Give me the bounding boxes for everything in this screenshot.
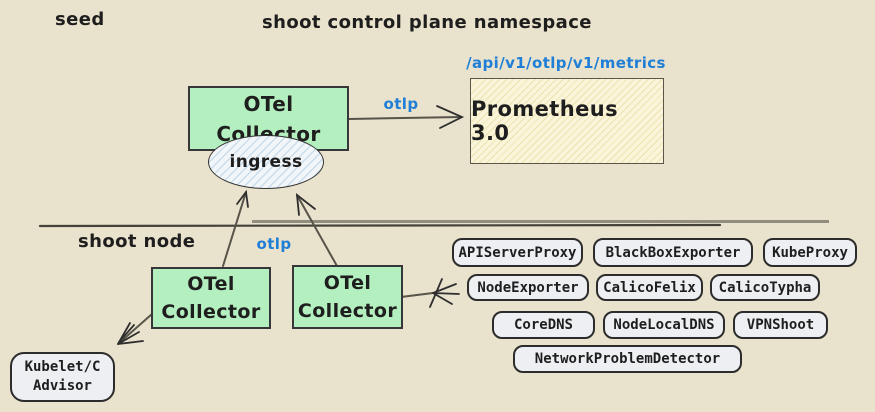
kubelet-cadvisor-node: Kubelet/CAdvisor [10,352,115,402]
divider-line [38,223,722,228]
arrow-otlp-to-prometheus [348,116,462,120]
service-pill: NodeLocalDNS [603,311,725,339]
service-pill: VPNShoot [733,311,828,339]
prometheus-node: Prometheus 3.0 [470,78,664,164]
metrics-path-label: /api/v1/otlp/v1/metrics [466,54,666,72]
service-row-4: NetworkProblemDetector [513,345,742,373]
arrowhead-ingress-left-icon [236,189,249,208]
service-row-3: CoreDNS NodeLocalDNS VPNShoot [492,311,828,339]
otlp-bottom-label: otlp [256,235,292,253]
otel-collector-node2: OTel Collector [292,265,403,329]
arrowhead-services-crowfoot-icon [429,278,460,308]
service-pill: CoreDNS [492,311,595,339]
service-pill: KubeProxy [763,238,857,267]
service-pill: BlackBoxExporter [593,238,753,267]
arrowhead-ingress-right-icon [295,193,316,216]
arrowhead-kubelet-crowfoot-icon [117,322,144,345]
control-plane-region-label: shoot control plane namespace [262,12,592,33]
service-row-1: APIServerProxy BlackBoxExporter KubeProxy [452,238,857,267]
arrow-collector2-to-services [400,292,434,298]
ingress-label: ingress [229,152,303,172]
otel-collector-node1-label: OTel Collector [161,272,261,324]
seed-region-label: seed [55,9,105,30]
service-pill: CalicoFelix [596,274,703,301]
otlp-top-label: otlp [383,95,419,113]
arrow-collector2-to-ingress [296,194,338,267]
kubelet-cadvisor-label: Kubelet/CAdvisor [24,359,101,394]
arrowhead-prometheus-icon [436,105,465,129]
service-pill: NodeExporter [467,274,589,301]
ingress-node: ingress [208,135,324,189]
shoot-node-region-label: shoot node [78,231,196,252]
service-pill: CalicoTypha [710,274,820,301]
arrow-collector1-to-ingress [222,191,247,267]
service-pill: NetworkProblemDetector [513,345,742,373]
service-pill: APIServerProxy [452,238,583,267]
service-row-2: NodeExporter CalicoFelix CalicoTypha [467,274,820,301]
arrow-collector1-to-kubelet [117,313,153,345]
prometheus-label: Prometheus 3.0 [471,97,618,145]
otel-collector-node1: OTel Collector [151,267,271,329]
otel-collector-node2-label: OTel Collector [297,271,398,323]
